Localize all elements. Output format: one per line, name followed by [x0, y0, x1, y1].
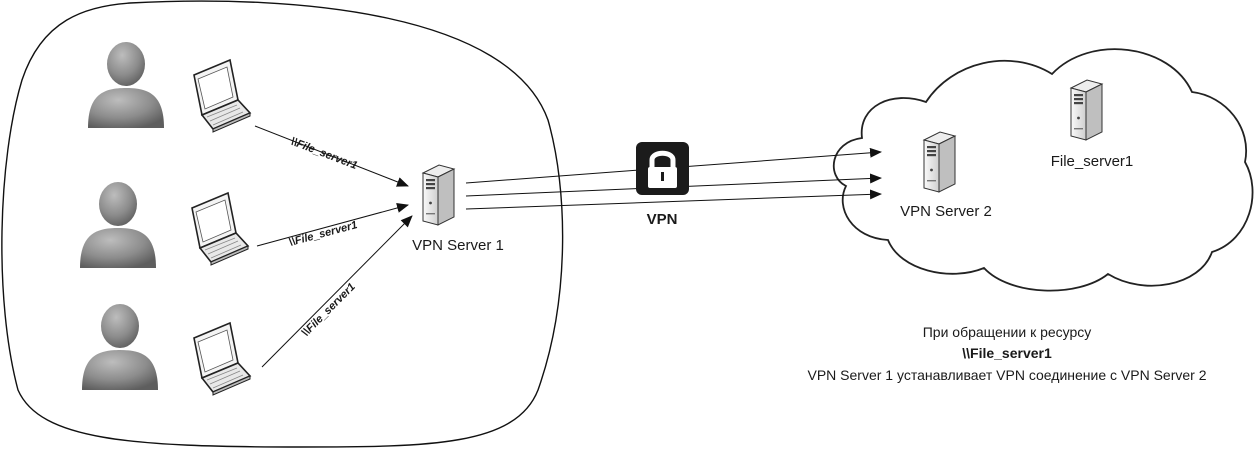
laptop-icon	[193, 59, 251, 133]
file-server-icon	[1070, 79, 1103, 141]
vpn-tunnel-line-3	[465, 189, 882, 210]
file-server-label: File_server1	[1051, 153, 1134, 170]
padlock-icon	[636, 142, 689, 195]
user-silhouette-icon	[88, 42, 164, 128]
note-line-3: VPN Server 1 устанавливает VPN соединени…	[808, 367, 1207, 383]
vpn-server-1-label: VPN Server 1	[412, 237, 504, 254]
note-line-2: \\File_server1	[962, 345, 1052, 361]
link-user-3	[261, 215, 413, 368]
laptop-icon	[191, 192, 249, 266]
link-user-1	[254, 125, 409, 187]
link-label-user-3: \\File_server1	[300, 281, 358, 339]
note-line-1: При обращении к ресурсу	[923, 324, 1092, 340]
link-label-user-2: \\File_server1	[288, 219, 359, 249]
laptop-icon	[193, 322, 251, 396]
vpn-server-1-icon	[422, 164, 455, 226]
link-label-user-1: \\File_server1	[289, 136, 359, 172]
vpn-server-2-icon	[923, 131, 956, 193]
user-silhouette-icon	[82, 304, 158, 390]
vpn-label: VPN	[647, 211, 678, 228]
user-silhouette-icon	[80, 182, 156, 268]
client-area-boundary	[1, 0, 564, 448]
cloud-icon	[832, 48, 1254, 292]
vpn-server-2-label: VPN Server 2	[900, 203, 992, 220]
link-user-2	[256, 203, 409, 247]
